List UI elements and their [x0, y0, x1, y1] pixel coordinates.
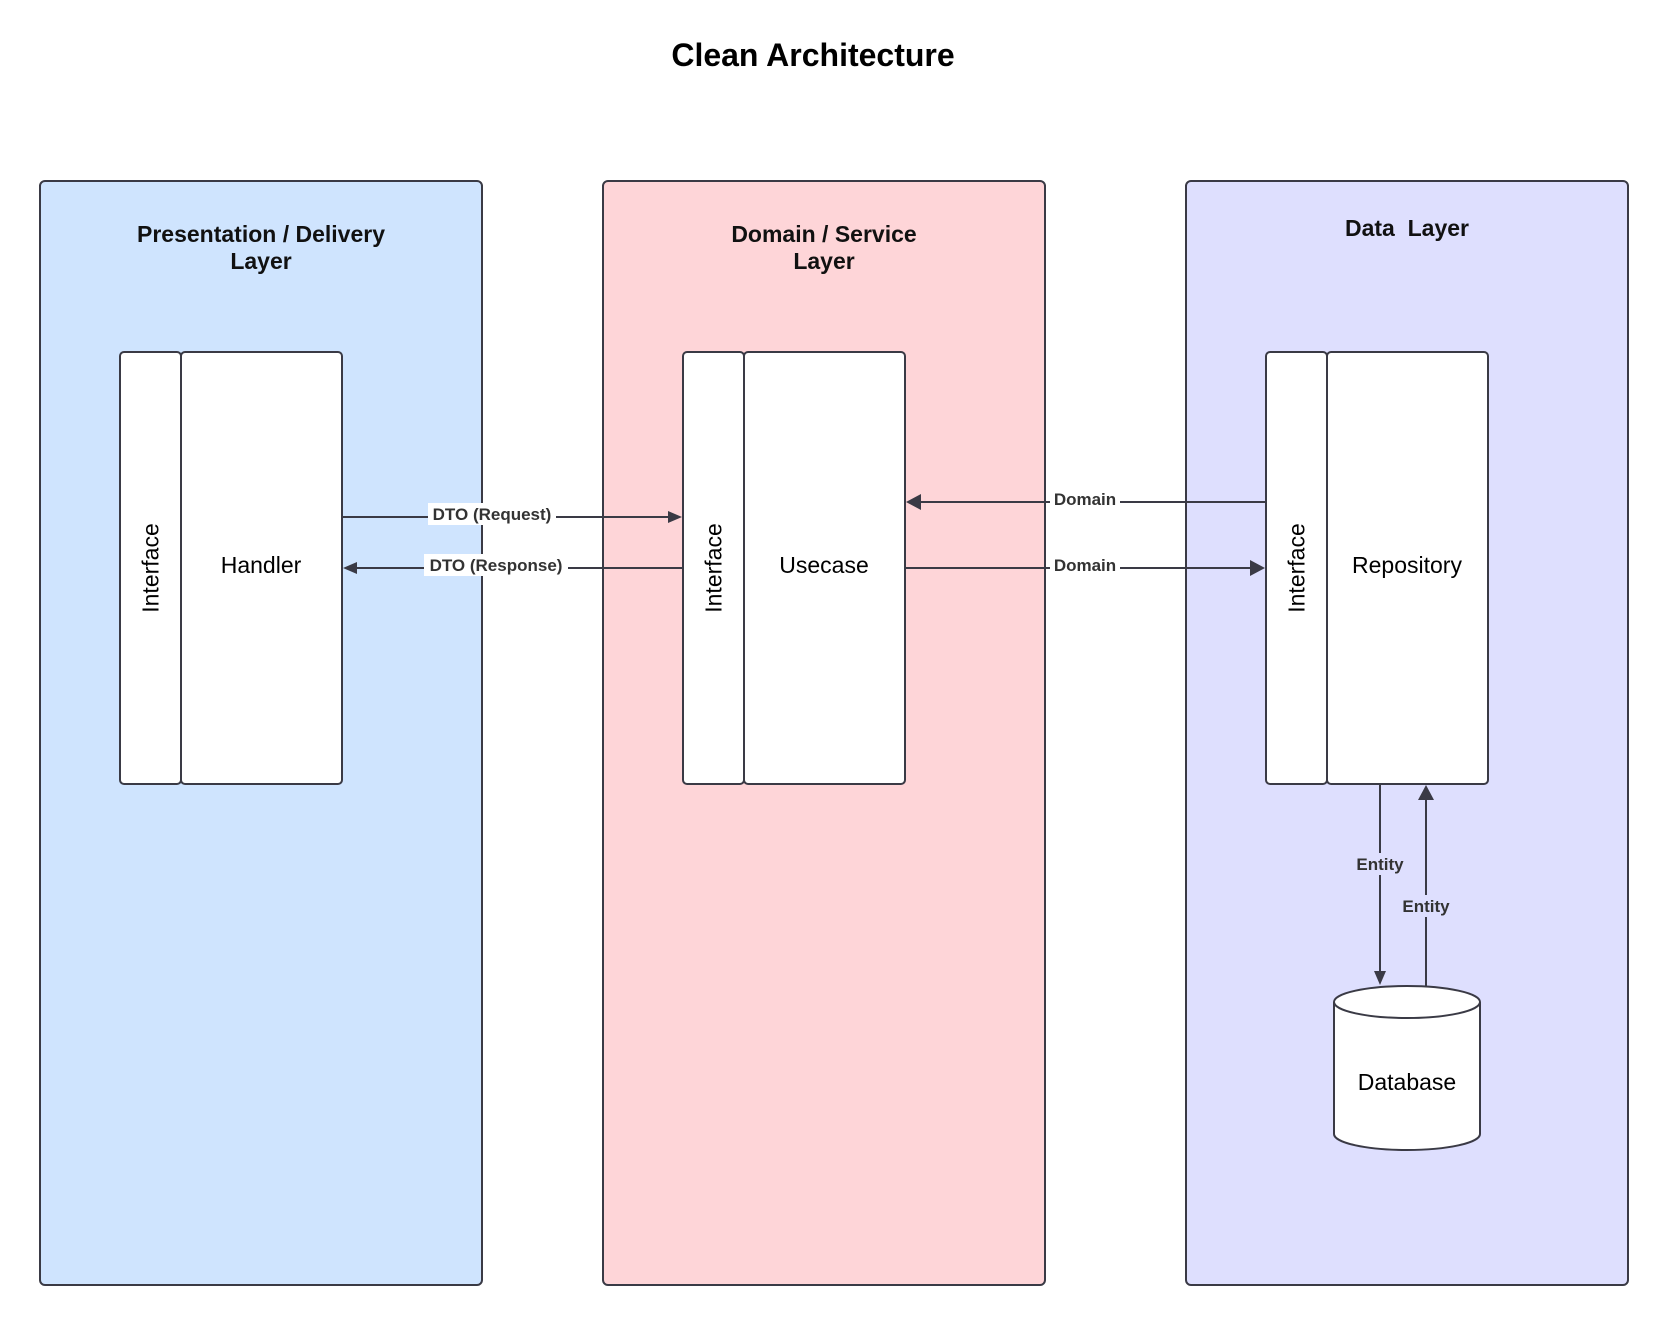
usecase-label: Usecase: [779, 552, 868, 578]
repository-interface-label: Interface: [1284, 523, 1310, 613]
repository-label: Repository: [1352, 552, 1462, 578]
edge-entity-to-repository: [1418, 785, 1434, 986]
edge-domain-to-usecase-label: Domain: [1054, 490, 1116, 509]
edge-dto-request-label: DTO (Request): [433, 505, 552, 524]
presentation-layer-title-line1: Presentation / Delivery: [137, 221, 385, 247]
repository-box: [1326, 351, 1489, 785]
handler-interface-label: Interface: [138, 523, 164, 613]
edge-entity-to-database-label: Entity: [1356, 855, 1404, 874]
edge-dto-response-label-bg: [424, 554, 568, 576]
data-layer-title: Data Layer: [1345, 215, 1469, 241]
database-body: [1333, 1002, 1481, 1151]
edge-entity-to-database-arrowhead: [1374, 971, 1386, 985]
database-label: Database: [1358, 1069, 1456, 1095]
presentation-layer-title-line2: Layer: [230, 248, 291, 274]
database-top: [1333, 985, 1481, 1019]
edge-dto-request-arrowhead: [668, 511, 682, 523]
handler-label: Handler: [221, 552, 302, 578]
edge-domain-to-repository-label: Domain: [1054, 556, 1116, 575]
edge-domain-to-usecase-label-bg: [1050, 488, 1120, 510]
edge-domain-to-usecase-arrowhead: [906, 494, 921, 510]
edge-entity-to-repository-label-bg: [1398, 895, 1454, 917]
edge-entity-to-database-label-bg: [1352, 853, 1408, 875]
edge-entity-to-database: [1374, 784, 1386, 985]
domain-layer-title-line2: Layer: [793, 248, 854, 274]
usecase-interface-label: Interface: [701, 523, 727, 613]
domain-layer-title-line1: Domain / Service: [731, 221, 916, 247]
handler-box: [180, 351, 343, 785]
edge-domain-to-repository-arrowhead: [1250, 560, 1265, 576]
edge-dto-response-label: DTO (Response): [430, 556, 563, 575]
edge-entity-to-repository-label: Entity: [1402, 897, 1450, 916]
edge-dto-response-arrowhead: [343, 562, 357, 574]
diagram-title: Clean Architecture: [671, 37, 954, 73]
edge-domain-to-repository-label-bg: [1050, 554, 1120, 576]
database-cylinder: [1333, 985, 1481, 1151]
edge-entity-to-repository-arrowhead: [1418, 785, 1434, 800]
edge-dto-request-label-bg: [428, 503, 556, 525]
